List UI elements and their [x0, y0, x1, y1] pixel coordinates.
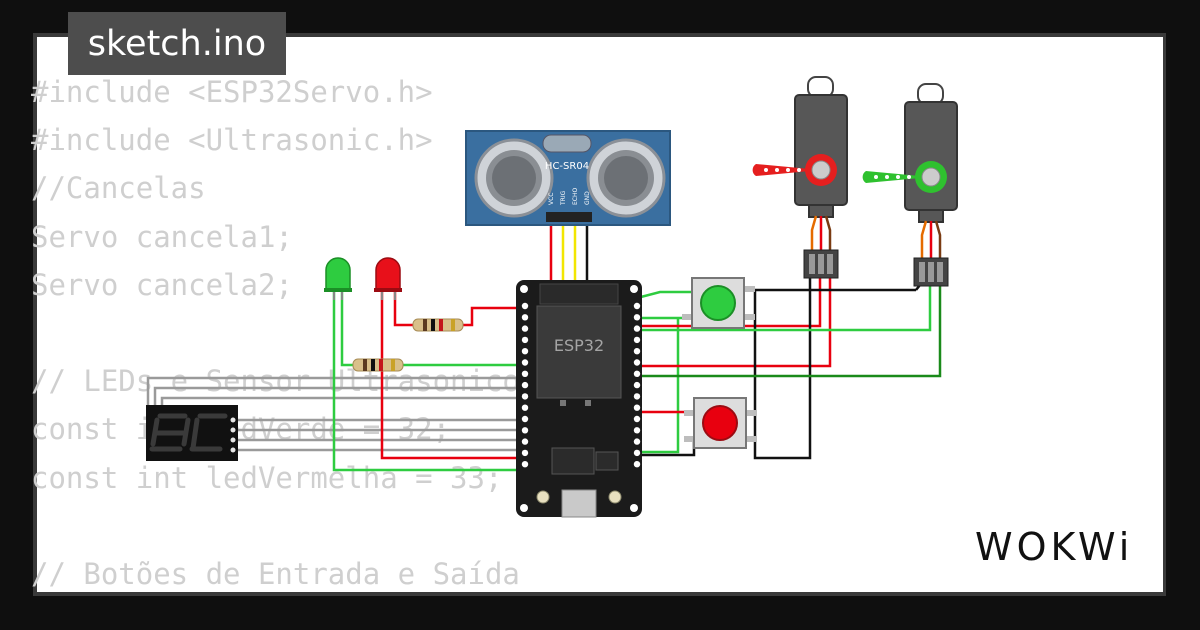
red-led[interactable]: [374, 257, 402, 300]
sensor-pin-echo: ECHO: [572, 188, 579, 205]
ultrasonic-sensor[interactable]: HC-SR04 VCC TRIG ECHO GND: [465, 130, 671, 226]
resistor-2: [352, 358, 404, 372]
code-line: #include <ESP32Servo.h>: [31, 75, 433, 109]
servo-1[interactable]: [752, 76, 848, 279]
esp32-pin[interactable]: [633, 393, 641, 400]
esp32-pin[interactable]: [521, 381, 529, 389]
esp32-pin[interactable]: [633, 359, 641, 366]
seven-segment-display[interactable]: [146, 405, 238, 461]
esp32-pin[interactable]: [633, 427, 641, 434]
esp32-pin[interactable]: [633, 449, 641, 457]
esp32-pin[interactable]: [521, 404, 529, 411]
esp32-pin[interactable]: [633, 438, 641, 445]
servo-2[interactable]: [862, 83, 958, 287]
file-tab[interactable]: sketch.ino: [68, 12, 286, 75]
green-pushbutton[interactable]: [682, 277, 755, 329]
code-line: //Cancelas: [31, 171, 206, 206]
code-background: #include <ESP32Servo.h> #include <Ultraso…: [31, 68, 520, 598]
esp32-pin[interactable]: [521, 370, 529, 377]
code-line: // Botões de Entrada e Saída: [31, 556, 520, 591]
sensor-pin-gnd: GND: [584, 191, 591, 205]
esp32-pin[interactable]: [521, 449, 529, 457]
esp32-pin[interactable]: [633, 461, 641, 468]
esp32-pin[interactable]: [521, 359, 529, 366]
sensor-label: HC-SR04: [545, 161, 589, 172]
esp32-pin[interactable]: [633, 381, 641, 389]
esp32-board[interactable]: ESP32: [516, 280, 642, 518]
code-line: // LEDs e Sensor Ultrasonico: [31, 364, 520, 399]
red-pushbutton[interactable]: [684, 397, 757, 449]
sensor-pin-vcc: VCC: [548, 193, 555, 205]
esp32-label: ESP32: [554, 336, 604, 355]
esp32-pin[interactable]: [633, 415, 641, 423]
esp32-pin[interactable]: [521, 336, 529, 344]
esp32-pin[interactable]: [633, 336, 641, 344]
esp32-pin[interactable]: [633, 302, 641, 310]
esp32-pin[interactable]: [521, 314, 529, 321]
esp32-pin[interactable]: [521, 427, 529, 434]
esp32-pin[interactable]: [633, 325, 641, 332]
esp32-pin[interactable]: [633, 404, 641, 411]
esp32-pin[interactable]: [633, 314, 641, 321]
esp32-pin[interactable]: [521, 461, 529, 468]
esp32-pin[interactable]: [521, 415, 529, 423]
resistor-1: [412, 318, 464, 332]
esp32-pin[interactable]: [633, 370, 641, 377]
green-led[interactable]: [324, 257, 352, 300]
esp32-pin[interactable]: [521, 325, 529, 332]
code-line: Servo cancela1;: [31, 219, 293, 254]
code-line: Servo cancela2;: [31, 267, 293, 302]
esp32-pin[interactable]: [521, 348, 529, 355]
esp32-pin[interactable]: [521, 438, 529, 445]
esp32-pin[interactable]: [521, 302, 529, 310]
esp32-pin[interactable]: [633, 348, 641, 355]
esp32-pin[interactable]: [521, 393, 529, 400]
code-line: #include <Ultrasonic.h>: [31, 123, 433, 158]
sensor-pin-trig: TRIG: [560, 190, 567, 206]
wokwi-logo: WOKWi: [975, 525, 1134, 569]
